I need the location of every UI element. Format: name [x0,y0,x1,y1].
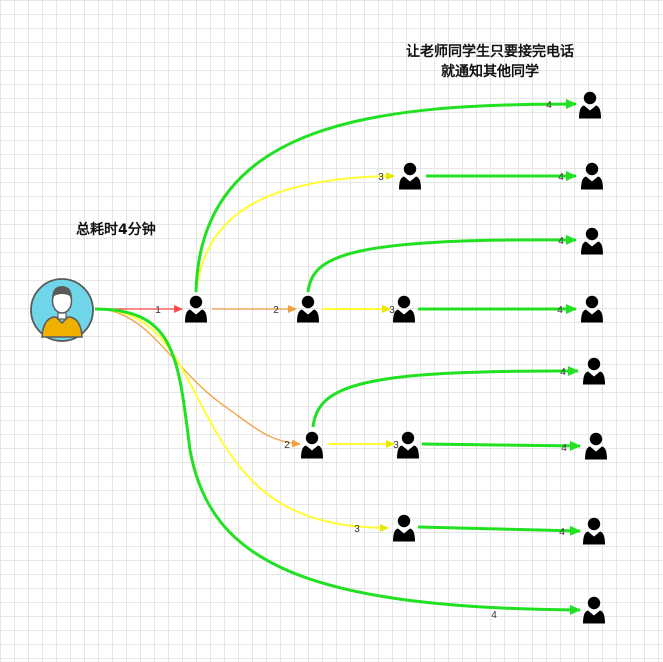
edge-step-4 [311,365,579,428]
edge-label: 3 [378,172,384,183]
edge-label: 2 [284,440,290,451]
edge-label: 3 [389,305,395,316]
total-time-label: 总耗时4分钟 [76,222,156,238]
edge-labels: 1 2 2 3 3 3 3 4 4 4 4 4 4 4 4 [155,100,567,621]
student-person-icon [581,162,603,190]
student-person-icon [579,91,601,119]
student-person-icon [297,295,319,323]
student-person-icon [393,295,415,323]
edge-step-2 [94,308,301,448]
edge-step-4 [421,440,581,451]
edges-layer [94,99,581,615]
edge-label: 4 [558,172,564,183]
edge-step-3 [94,308,389,532]
edge-label: 2 [273,305,279,316]
edge-step-4 [94,307,581,615]
edge-label: 4 [559,527,565,538]
student-person-icon [399,162,421,190]
student-person-icon [583,596,605,624]
student-person-icon [581,295,603,323]
edge-step-4 [306,234,577,293]
title-line-2: 就通知其他同学 [441,64,539,80]
edge-label: 4 [558,236,564,247]
edge-label: 3 [393,440,399,451]
student-person-icon [585,432,607,460]
edge-label: 1 [155,305,161,316]
student-person-icon [583,517,605,545]
student-person-icon [583,357,605,385]
edge-step-3 [195,172,395,293]
title-line-1: 让老师同学生只要接完电话 [406,44,574,60]
edge-label: 4 [546,100,552,111]
teacher-avatar-icon [30,278,94,342]
edge-label: 4 [491,610,497,621]
edge-step-4 [194,99,577,293]
edge-label: 4 [561,443,567,454]
edge-step-4 [417,525,581,536]
diagram-title: 让老师同学生只要接完电话 就通知其他同学 [380,42,600,82]
student-person-icon [185,295,207,323]
edge-label: 4 [560,367,566,378]
student-person-icon [397,431,419,459]
student-person-icon [301,431,323,459]
student-person-icon [581,227,603,255]
edge-label: 4 [557,305,563,316]
student-person-icon [393,514,415,542]
edge-label: 3 [354,524,360,535]
